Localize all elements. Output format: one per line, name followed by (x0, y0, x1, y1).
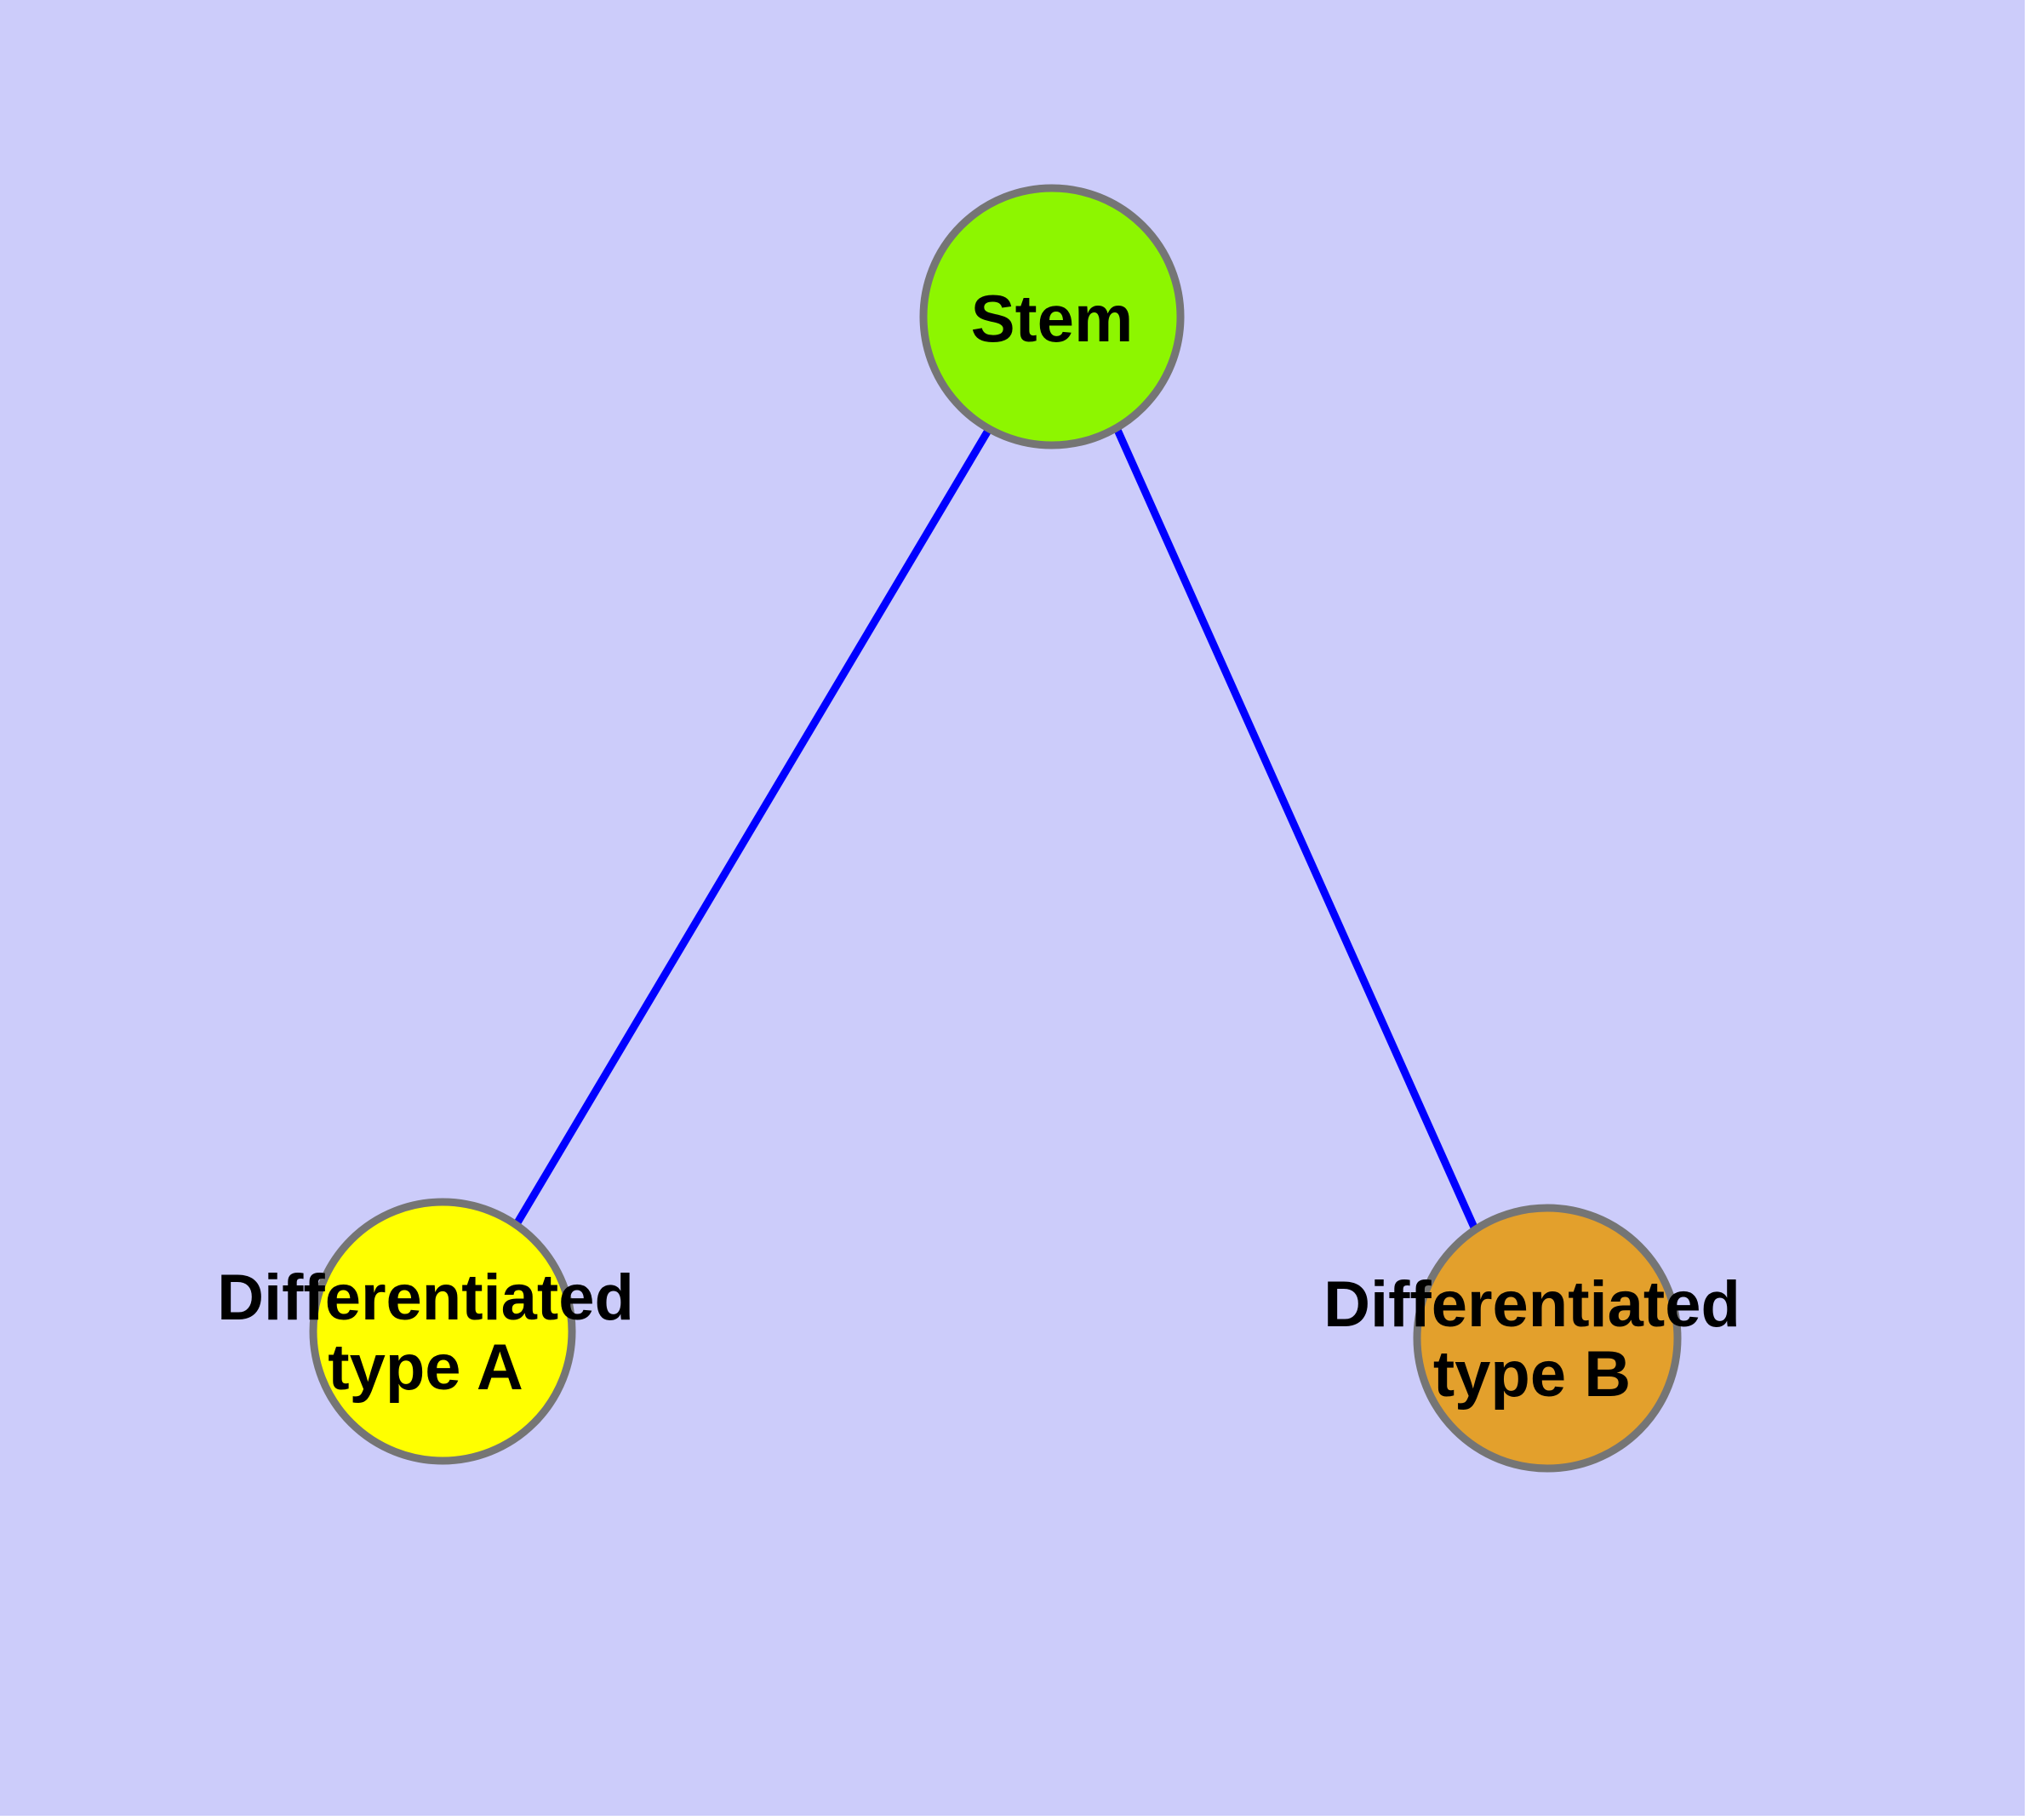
node-group (309, 184, 1682, 1473)
node-stem[interactable] (919, 184, 1185, 449)
node-differentiated-type-b[interactable] (1413, 1204, 1682, 1473)
edge-group (513, 426, 1479, 1231)
edge-stem-to-differentiated-type-b[interactable] (1113, 428, 1479, 1231)
edge-stem-to-differentiated-type-a[interactable] (513, 426, 992, 1227)
node-differentiated-type-a[interactable] (309, 1198, 576, 1465)
